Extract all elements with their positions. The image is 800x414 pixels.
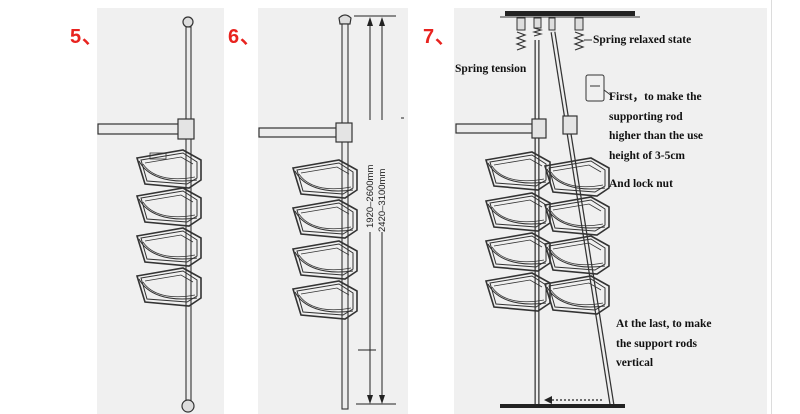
- instruction-line: the support rods: [616, 337, 697, 350]
- step7-illustration: [455, 11, 640, 408]
- step-5-number: 5、: [70, 26, 104, 48]
- spring-relaxed-left: [515, 17, 527, 51]
- instruction-line: First，to make the: [609, 91, 702, 103]
- instruction-line: supporting rod: [609, 110, 683, 123]
- spring-relaxed-right: [573, 17, 592, 51]
- step-6-number: 6、: [228, 26, 262, 48]
- last-step-instruction: At the last, to make the support rods ve…: [616, 315, 712, 374]
- first-step-instruction: First，to make the supporting rod higher …: [609, 88, 703, 166]
- height-range-inner-label: 1920–2600mm: [365, 165, 376, 228]
- instruction-line: higher than the use: [609, 130, 704, 142]
- spring-tension-label: Spring tension: [455, 63, 527, 75]
- step-7-number: 7、: [423, 26, 457, 48]
- spring-relaxed-label: Spring relaxed state: [593, 34, 692, 46]
- lock-nut-instruction: And lock nut: [609, 178, 673, 190]
- step5-panel: [97, 8, 224, 414]
- instruction-line: At the last, to make: [616, 318, 712, 330]
- instruction-line: height of 3-5cm: [609, 149, 686, 162]
- instruction-line: vertical: [616, 357, 654, 369]
- step7-panel: [454, 8, 767, 414]
- step6-panel: [258, 8, 408, 414]
- height-range-outer-label: 2420–3100mm: [377, 169, 388, 232]
- page-edge-line: [771, 0, 772, 414]
- step5-illustration: [97, 16, 202, 413]
- step6-illustration: 1920–2600mm 2420–3100mm: [258, 14, 404, 410]
